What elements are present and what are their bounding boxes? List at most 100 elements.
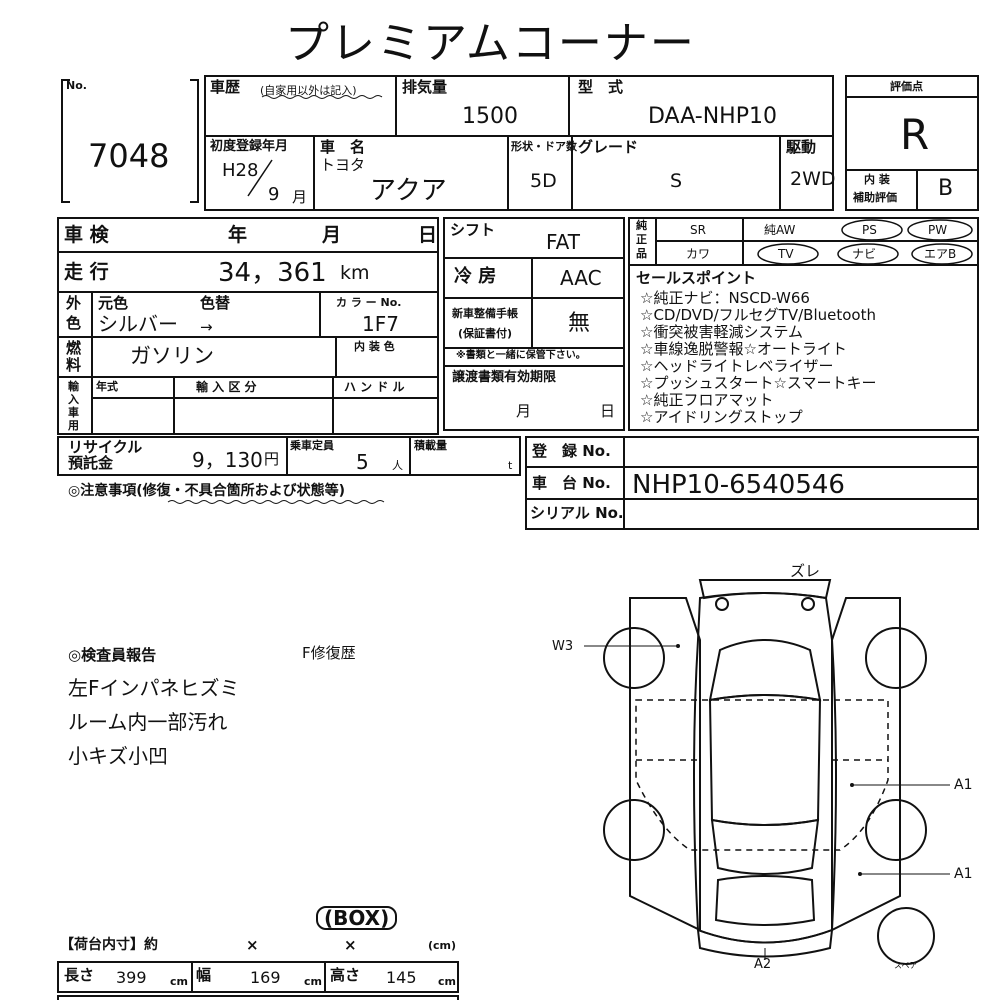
first-reg-month-unit: 月 (292, 188, 308, 206)
sales-point-1: ☆純正ナビ：NSCD-W66 (640, 289, 810, 307)
chassis-label: 車 台 No. (532, 474, 611, 492)
box-inner-label: 【荷台内寸】約 (60, 937, 158, 953)
mileage-label: 走 行 (64, 261, 109, 283)
history-label: 車歴 (210, 78, 241, 96)
box-unit: (cm) (428, 939, 457, 952)
history-note: (自家用以外は記入) (260, 84, 357, 97)
diagram-label-spare: スペア (894, 961, 918, 970)
equipment-ovals (757, 219, 973, 265)
ac-value: AAC (560, 266, 602, 290)
import-type-label: 輸 入 区 分 (196, 380, 257, 394)
inspection-day: 日 (418, 224, 438, 246)
fuel-value: ガソリン (130, 344, 214, 368)
recycle-value: 9，130 (192, 448, 263, 472)
interior-label-1: 内 装 (864, 173, 890, 186)
caution-label: ◎注意事項(修復・不具合箇所および状態等) (68, 483, 346, 499)
color-label-1: 外 (66, 294, 82, 312)
mileage-unit: km (340, 262, 370, 284)
warranty-value: 無 (568, 311, 591, 336)
box-times-2: × (344, 936, 357, 954)
car-maker: トヨタ (320, 156, 366, 174)
interior-score: B (938, 176, 954, 201)
shift-label: シフト (450, 221, 496, 239)
inspector-line-3: 小キズ小凹 (68, 744, 168, 768)
first-reg-label: 初度登録年月 (210, 139, 289, 154)
equip-label-1: 純 (636, 219, 647, 232)
sales-point-2: ☆CD/DVD/フルセグTV/Bluetooth (640, 306, 876, 324)
handle-label: ハ ン ド ル (344, 380, 405, 394)
score-value: R (900, 110, 930, 159)
inspector-label: ◎検査員報告 (68, 646, 157, 664)
inspector-line-2: ルーム内一部汚れ (68, 710, 228, 734)
recycle-unit: 円 (264, 450, 280, 468)
box-title: (BOX) (316, 906, 398, 930)
import-year-label: 年式 (96, 380, 118, 393)
equip-navi: ナビ (852, 247, 877, 261)
equip-leather: カワ (686, 247, 711, 261)
displacement-label: 排気量 (402, 78, 448, 96)
box-height-unit: cm (438, 975, 456, 988)
box-width-label: 幅 (196, 966, 212, 984)
inspection-year: 年 (228, 224, 248, 246)
equip-sr: SR (690, 223, 706, 237)
box-width-unit: cm (304, 975, 322, 988)
box-times-1: × (246, 936, 259, 954)
drive-value: 2WD (790, 168, 836, 190)
sales-points-label: セールスポイント (636, 269, 757, 287)
color-code: 1F7 (362, 312, 399, 336)
box-length-unit: cm (170, 975, 188, 988)
drive-label: 駆動 (786, 138, 817, 156)
sales-point-4: ☆車線逸脱警報☆オートライト (640, 340, 847, 358)
equip-label-3: 品 (636, 247, 647, 260)
recycle-label-1: リサイクル (68, 438, 143, 456)
fuel-label-1: 燃 (66, 339, 82, 357)
interior-label-2: 補助評価 (853, 191, 897, 204)
interior-color-label: 内 装 色 (354, 340, 395, 353)
grade-value: S (670, 170, 683, 192)
import-label-1: 輸 (68, 380, 79, 393)
lot-label: No. (66, 79, 87, 92)
equip-label-2: 正 (636, 233, 647, 246)
doors-label: 形状・ドア数 (511, 140, 577, 153)
color-label-2: 色 (66, 314, 82, 332)
orig-color-label: 元色 (98, 294, 129, 312)
first-reg-year: H28 (222, 160, 259, 181)
grade-label: グレード (578, 138, 639, 156)
box-length-label: 長さ (64, 966, 95, 984)
inspection-label: 車 検 (64, 224, 109, 246)
warranty-label-2: (保証書付) (458, 327, 513, 340)
model-label: 型 式 (578, 78, 624, 96)
color-arrow: → (200, 318, 213, 336)
import-label-4: 用 (68, 419, 79, 432)
import-label-2: 入 (68, 393, 79, 406)
ac-label: 冷 房 (454, 266, 497, 287)
displacement-value: 1500 (462, 104, 518, 129)
load-unit: t (508, 459, 513, 472)
box-width-value: 169 (250, 968, 281, 987)
diagram-label-a1-upper: A1 (954, 777, 973, 793)
page-title: プレミアムコーナー (285, 18, 696, 69)
box-height-label: 高さ (330, 966, 361, 984)
import-label-3: 車 (68, 406, 79, 419)
box-height-value: 145 (386, 968, 417, 987)
capacity-label: 乗車定員 (290, 439, 334, 452)
sales-point-3: ☆衝突被害軽減システム (640, 323, 803, 341)
load-label: 積載量 (414, 439, 447, 452)
transfer-month: 月 (516, 402, 532, 420)
sales-point-5: ☆ヘッドライトレベライザー (640, 357, 834, 375)
equip-tv: TV (778, 247, 794, 261)
car-name: アクア (370, 176, 447, 206)
capacity-unit: 人 (392, 459, 403, 472)
sales-point-8: ☆アイドリングストップ (640, 408, 803, 426)
shift-value: FAT (546, 230, 581, 254)
transfer-day: 日 (600, 402, 616, 420)
warranty-note: ※書類と一緒に保管下さい。 (456, 350, 586, 361)
equip-alloy: 純AW (764, 223, 796, 237)
inspector-line-1: 左Fインパネヒズミ (68, 676, 240, 700)
car-name-label: 車 名 (320, 138, 366, 156)
warranty-label-1: 新車整備手帳 (452, 307, 518, 320)
recycle-label-2: 預託金 (68, 454, 114, 472)
fuel-label-2: 料 (66, 356, 82, 374)
model-value: DAA-NHP10 (648, 104, 777, 129)
